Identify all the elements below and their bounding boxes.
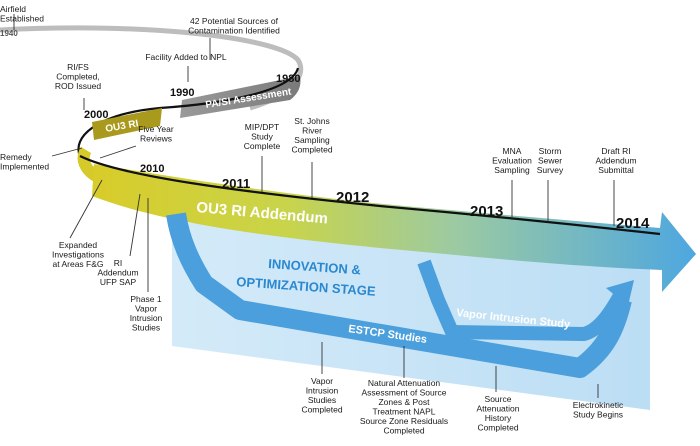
label-line: Completed <box>301 405 342 415</box>
year-2010: 2010 <box>140 163 164 175</box>
ou3-ri-addendum-band <box>92 164 696 292</box>
year-2000: 2000 <box>84 109 108 121</box>
year-1940: 1940 <box>0 29 18 38</box>
label-line: Natural Attenuation <box>368 378 441 388</box>
label-line: River <box>302 126 322 136</box>
label-line: Five Year <box>138 124 174 134</box>
label-line: Study <box>251 132 273 142</box>
label-line: Studies <box>308 395 336 405</box>
year-1990: 1990 <box>170 87 194 99</box>
label-line: Completed <box>291 145 332 155</box>
label-line: Source Zone Residuals <box>360 416 448 426</box>
label-line: Facility Added to NPL <box>145 52 227 62</box>
label-line: Draft RI <box>601 146 630 156</box>
label-line: Addendum <box>97 268 138 278</box>
year-2012: 2012 <box>336 189 369 206</box>
label-line: Complete <box>244 141 281 151</box>
year-labels: 1940 1980 1990 2000 2010 2011 2012 2013 … <box>0 29 650 232</box>
year-2014: 2014 <box>616 215 650 232</box>
stage-title-line1: INNOVATION & <box>268 256 362 277</box>
label-line: ROD Issued <box>55 81 102 91</box>
label-line: Electrokinetic <box>573 400 624 410</box>
timeline-curve-main <box>79 155 661 236</box>
label-line: Submittal <box>598 165 634 175</box>
label-line: Contamination Identified <box>188 26 280 36</box>
label-line: 42 Potential Sources of <box>190 16 279 26</box>
label-line: Treatment NAPL <box>373 407 436 417</box>
label-npl: Facility Added to NPL <box>145 52 227 62</box>
label-line: Intrusion <box>306 386 339 396</box>
label-line: RI/FS <box>67 62 89 72</box>
label-line: St. Johns <box>294 116 329 126</box>
label-line: Evaluation <box>492 156 532 166</box>
label-line: RI <box>114 258 123 268</box>
label-line: UFP SAP <box>100 277 137 287</box>
label-line: Storm <box>539 146 562 156</box>
label-line: Expanded <box>59 240 98 250</box>
estcp-arrow-path <box>166 212 632 378</box>
label-line: Remedy <box>0 152 32 162</box>
label-line: Reviews <box>140 134 172 144</box>
year-2011: 2011 <box>222 176 250 191</box>
label-line: Sampling <box>294 135 330 145</box>
label-line: Study Begins <box>573 410 623 420</box>
label-line: at Areas F&G <box>52 259 103 269</box>
label-line: Studies <box>132 323 160 333</box>
label-line: Phase 1 <box>130 294 161 304</box>
label-line: Assessment of Source <box>361 388 446 398</box>
label-line: Source <box>485 394 512 404</box>
leader-lines <box>13 14 615 398</box>
label-line: Airfield <box>0 4 26 14</box>
label-line: MNA <box>503 146 522 156</box>
label-line: Vapor <box>135 304 157 314</box>
year-2013: 2013 <box>470 203 503 220</box>
vapor-intrusion-arrowhead <box>606 280 634 306</box>
label-line: Implemented <box>0 162 49 172</box>
label-line: History <box>485 413 512 423</box>
label-line: Sampling <box>494 165 530 175</box>
label-line: Completed <box>477 423 518 433</box>
label-line: Survey <box>537 165 564 175</box>
year-1980: 1980 <box>276 73 300 85</box>
label-line: MIP/DPT <box>245 122 279 132</box>
label-line: Intrusion <box>130 313 163 323</box>
label-line: Completed, <box>56 72 99 82</box>
label-line: Zones & Post <box>378 397 430 407</box>
label-line: Vapor <box>311 376 333 386</box>
label-line: Addendum <box>595 156 636 166</box>
label-line: Established <box>0 14 44 24</box>
label-line: Investigations <box>52 250 104 260</box>
timeline-curve-upper <box>77 67 300 157</box>
label-line: Completed <box>383 426 424 436</box>
ou3-ri-band <box>92 108 162 140</box>
label-line: Sewer <box>538 156 562 166</box>
label-line: Attenuation <box>476 404 519 414</box>
